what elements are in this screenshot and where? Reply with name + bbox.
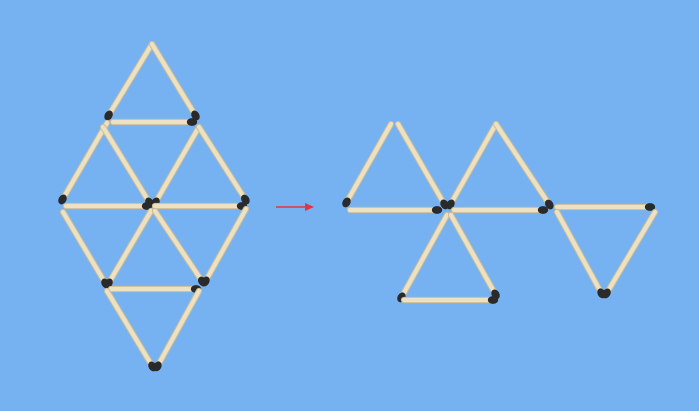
matchstick <box>109 118 198 126</box>
match-head <box>58 194 67 205</box>
matchstick <box>104 207 155 289</box>
match-head <box>186 118 198 126</box>
matchstick <box>553 203 656 211</box>
arrow-head <box>305 203 314 211</box>
match-head <box>487 296 499 304</box>
matchstick <box>151 202 248 210</box>
matchstick <box>62 202 153 210</box>
matchstick <box>148 40 200 121</box>
matchstick <box>201 205 250 287</box>
match-head <box>446 199 455 210</box>
matchstick <box>153 287 203 372</box>
match-head <box>602 288 611 299</box>
match-head <box>104 278 113 289</box>
before-figure <box>58 40 250 372</box>
match-head <box>342 197 351 208</box>
match-head <box>153 361 162 372</box>
matchstick <box>602 208 659 299</box>
match-head <box>537 206 549 214</box>
matchstick <box>394 120 449 210</box>
match-head <box>191 110 200 121</box>
matchstick <box>492 120 554 210</box>
matchstick <box>107 285 202 293</box>
matchstick <box>346 206 443 214</box>
matchstick <box>103 287 157 372</box>
match-head <box>201 276 210 287</box>
matchstick <box>104 40 156 121</box>
match-head <box>104 110 113 121</box>
right-arrow-icon <box>276 203 314 211</box>
match-head <box>141 202 153 210</box>
after-figure <box>342 120 659 304</box>
match-head <box>431 206 443 214</box>
matchstick <box>342 120 395 208</box>
match-head <box>545 199 554 210</box>
matchstick <box>450 206 549 214</box>
matchstick <box>58 119 111 205</box>
matchstick <box>400 296 499 304</box>
matchstick <box>447 211 500 300</box>
match-head <box>644 203 656 211</box>
matchstick <box>195 123 250 205</box>
match-head <box>241 194 250 205</box>
matchstick <box>446 120 500 210</box>
